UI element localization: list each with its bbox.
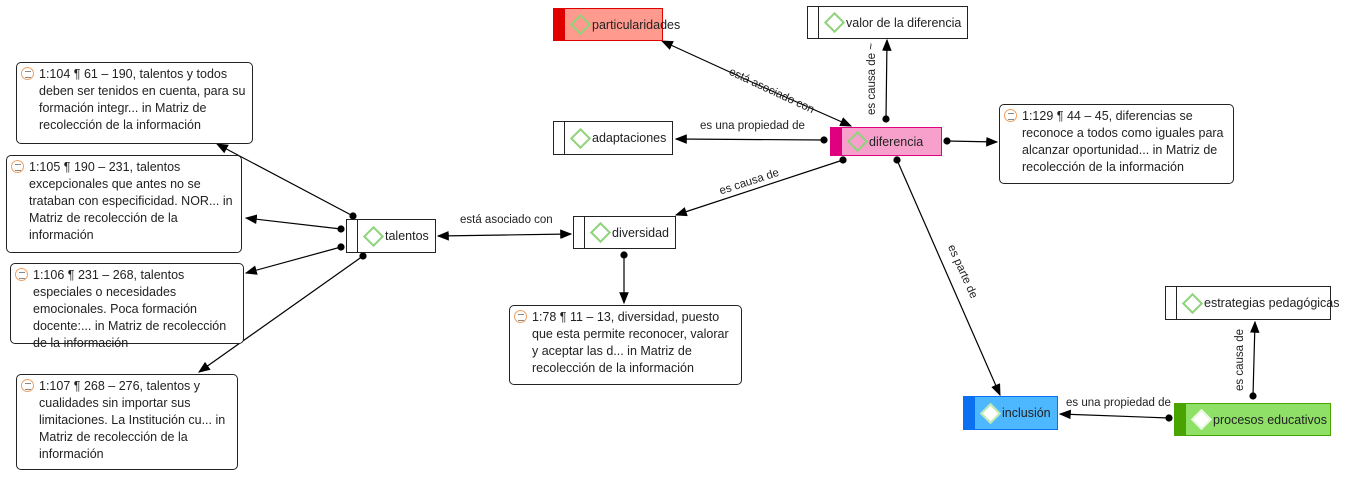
code-icon bbox=[979, 402, 1002, 424]
link-diferencia-particularidades bbox=[660, 40, 757, 85]
code-label: procesos educativos bbox=[1213, 412, 1327, 427]
relation-label: es causa de ~ bbox=[866, 43, 878, 115]
code-label: diferencia bbox=[869, 134, 924, 149]
code-inclusion[interactable]: inclusión bbox=[963, 396, 1058, 430]
relation-label: es causa de bbox=[1234, 328, 1246, 391]
code-particularidades[interactable]: particularidades bbox=[553, 8, 680, 41]
quote-1-105[interactable]: 1:105 ¶ 190 – 231, talentos excepcionale… bbox=[6, 155, 242, 253]
code-icon bbox=[1181, 292, 1204, 314]
code-label: particularidades bbox=[592, 17, 681, 32]
quote-text: 1:105 ¶ 190 – 231, talentos excepcionale… bbox=[29, 160, 233, 242]
code-icon bbox=[569, 127, 592, 149]
code-label: diversidad bbox=[612, 225, 669, 240]
quote-1-129[interactable]: 1:129 ¶ 44 – 45, diferencias se reconoce… bbox=[999, 104, 1234, 184]
quote-1-104[interactable]: 1:104 ¶ 61 – 190, talentos y todos deben… bbox=[16, 62, 253, 144]
link-procesos-estrategias bbox=[1249, 320, 1260, 397]
relation-label: es una propiedad de bbox=[700, 120, 805, 132]
link-diferencia-q129 bbox=[946, 136, 999, 147]
code-label: estrategias pedagógicas bbox=[1204, 296, 1340, 310]
quote-1-78[interactable]: 1:78 ¶ 11 – 13, diversidad, puesto que e… bbox=[509, 305, 742, 385]
code-label: adaptaciones bbox=[592, 131, 667, 145]
link-talentos-q107 bbox=[198, 255, 364, 373]
code-label: valor de la diferencia bbox=[846, 15, 962, 30]
relation-label: está asociado con bbox=[460, 214, 553, 226]
quote-icon bbox=[1004, 109, 1017, 122]
relation-label: es una propiedad de bbox=[1066, 397, 1171, 409]
link-diferencia-valor bbox=[882, 38, 892, 120]
link-talentos-q106 bbox=[244, 246, 342, 275]
code-icon bbox=[362, 225, 385, 247]
link-diferencia-diversidad bbox=[674, 159, 844, 217]
code-label: inclusión bbox=[1002, 406, 1051, 420]
code-icon bbox=[569, 13, 592, 36]
code-procesos-educativos[interactable]: procesos educativos bbox=[1174, 403, 1331, 436]
link-diferencia-inclusion bbox=[896, 159, 1001, 397]
code-diversidad[interactable]: diversidad bbox=[573, 216, 676, 249]
code-icon bbox=[1190, 408, 1213, 431]
code-talentos[interactable]: talentos bbox=[346, 219, 436, 253]
quote-icon bbox=[11, 160, 24, 173]
quote-text: 1:104 ¶ 61 – 190, talentos y todos deben… bbox=[39, 67, 246, 132]
link-diferencia-adaptaciones bbox=[674, 134, 825, 144]
code-valor-de-la-diferencia[interactable]: valor de la diferencia bbox=[807, 6, 968, 39]
link-talentos-q105 bbox=[244, 214, 342, 230]
quote-text: 1:107 ¶ 268 – 276, talentos y cualidades… bbox=[39, 379, 226, 461]
code-icon bbox=[823, 11, 846, 34]
code-icon bbox=[589, 221, 612, 244]
code-adaptaciones[interactable]: adaptaciones bbox=[553, 121, 673, 155]
quote-icon bbox=[21, 379, 34, 392]
quote-icon bbox=[15, 268, 28, 281]
quote-text: 1:129 ¶ 44 – 45, diferencias se reconoce… bbox=[1022, 109, 1224, 174]
quote-icon bbox=[514, 310, 527, 323]
code-label: talentos bbox=[385, 229, 429, 243]
quote-icon bbox=[21, 67, 34, 80]
quote-1-106[interactable]: 1:106 ¶ 231 – 268, talentos especiales o… bbox=[10, 263, 244, 350]
quote-text: 1:78 ¶ 11 – 13, diversidad, puesto que e… bbox=[532, 310, 729, 375]
code-icon bbox=[846, 130, 869, 153]
code-estrategias-pedagogicas[interactable]: estrategias pedagógicas bbox=[1165, 286, 1340, 320]
quote-text: 1:106 ¶ 231 – 268, talentos especiales o… bbox=[33, 268, 227, 350]
link-procesos-inclusion bbox=[1058, 409, 1170, 420]
quote-1-107[interactable]: 1:107 ¶ 268 – 276, talentos y cualidades… bbox=[16, 374, 238, 470]
code-diferencia[interactable]: diferencia bbox=[830, 127, 942, 156]
link-talentos-diversidad bbox=[504, 229, 573, 239]
